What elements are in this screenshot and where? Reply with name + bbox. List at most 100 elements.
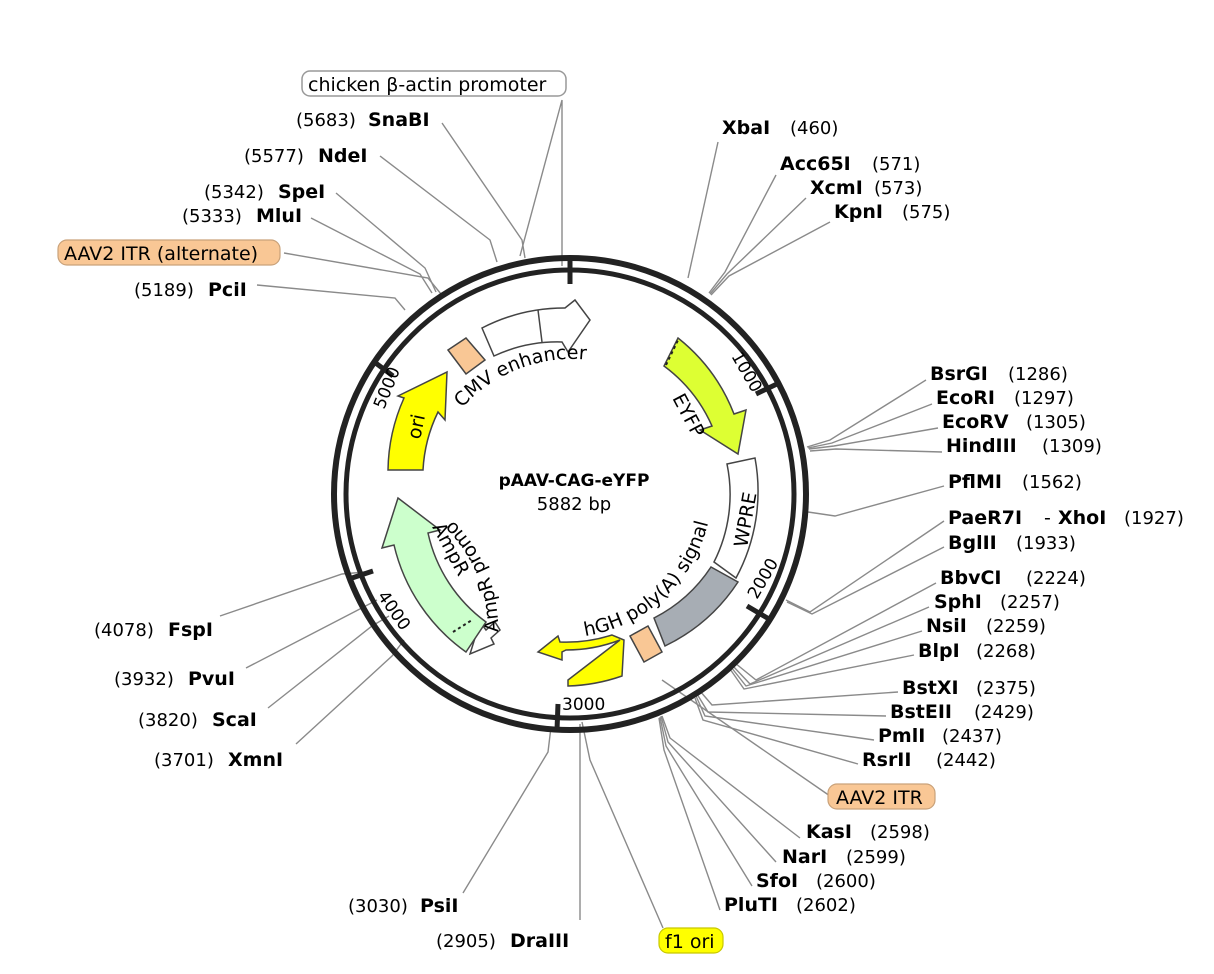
feature-itr-box[interactable] [628, 624, 664, 664]
site-pmli[interactable]: PmlI (2437) [878, 725, 1002, 747]
svg-text:(2905): (2905) [436, 931, 496, 952]
svg-text:(2442): (2442) [936, 750, 996, 771]
site-xcmi[interactable]: XcmI (573) [810, 177, 922, 199]
svg-text:(1297): (1297) [1014, 388, 1074, 409]
svg-text:(2429): (2429) [974, 702, 1034, 723]
svg-text:(1305): (1305) [1026, 412, 1086, 433]
svg-text:(571): (571) [872, 154, 920, 175]
site-xmni[interactable]: (3701) XmnI [154, 749, 283, 771]
svg-text:(5333): (5333) [182, 206, 242, 227]
site-bstxi[interactable]: BstXI (2375) [902, 677, 1036, 699]
site-acc65i[interactable]: Acc65I (571) [780, 153, 920, 175]
svg-text:XcmI: XcmI [810, 177, 863, 199]
svg-text:AAV2 ITR: AAV2 ITR [836, 787, 923, 809]
site-sfoi[interactable]: SfoI (2600) [756, 870, 876, 892]
svg-text:(3820): (3820) [138, 710, 198, 731]
site-bglii[interactable]: BglII (1933) [948, 532, 1076, 554]
site-psii[interactable]: (3030) PsiI [348, 895, 458, 917]
svg-text:(1927): (1927) [1124, 508, 1184, 529]
svg-text:(460): (460) [790, 118, 838, 139]
site-pflmi[interactable]: PflMI (1562) [948, 471, 1082, 493]
feature-label-ori: ori [403, 412, 430, 441]
tag-itr[interactable]: AAV2 ITR [827, 783, 936, 810]
svg-text:(1933): (1933) [1016, 533, 1076, 554]
site-pcii[interactable]: (5189) PciI [134, 279, 247, 301]
site-paer7i-xhoi[interactable]: PaeR7I - XhoI (1927) [948, 507, 1184, 529]
site-fspi[interactable]: (4078) FspI [94, 619, 213, 641]
svg-text:XmnI: XmnI [228, 749, 283, 771]
svg-text:(2259): (2259) [986, 616, 1046, 637]
tick-label-3000: 3000 [562, 695, 605, 715]
tag-chicken-promoter[interactable]: chicken β-actin promoter [301, 70, 567, 97]
svg-text:(3932): (3932) [114, 669, 174, 690]
feature-wpre[interactable] [713, 457, 759, 580]
svg-text:MluI: MluI [256, 205, 302, 227]
site-ecori[interactable]: EcoRI (1297) [936, 387, 1074, 409]
site-xbai[interactable]: XbaI (460) [722, 117, 838, 139]
svg-text:(2600): (2600) [816, 871, 876, 892]
site-kpni[interactable]: KpnI (575) [834, 201, 950, 223]
svg-text:FspI: FspI [168, 619, 213, 641]
site-bsrgi[interactable]: BsrGI (1286) [930, 363, 1068, 385]
svg-text:ScaI: ScaI [212, 709, 257, 731]
svg-text:(2437): (2437) [942, 726, 1002, 747]
site-pluti[interactable]: PluTI (2602) [724, 894, 856, 916]
svg-text:(3701): (3701) [154, 750, 214, 771]
tag-itr-alternate[interactable]: AAV2 ITR (alternate) [57, 239, 281, 266]
site-draiii[interactable]: (2905) DraIII [436, 930, 569, 952]
svg-text:(5189): (5189) [134, 280, 194, 301]
site-bbvci[interactable]: BbvCI (2224) [940, 567, 1086, 589]
svg-text:(3030): (3030) [348, 896, 408, 917]
site-kasi[interactable]: KasI (2598) [806, 821, 930, 843]
svg-text:PluTI: PluTI [724, 894, 778, 916]
svg-text:Acc65I: Acc65I [780, 153, 851, 175]
svg-text:EcoRI: EcoRI [936, 387, 995, 409]
site-ecorv[interactable]: EcoRV (1305) [942, 411, 1086, 433]
plasmid-name: pAAV-CAG-eYFP [499, 471, 650, 491]
feature-f1-ori[interactable] [536, 634, 625, 687]
feature-hgh-polya[interactable] [653, 566, 740, 648]
svg-text:(2598): (2598) [870, 822, 930, 843]
svg-text:BstEII: BstEII [890, 701, 952, 723]
feature-cmv-enhancer[interactable] [481, 298, 591, 358]
site-nari[interactable]: NarI (2599) [782, 846, 906, 868]
site-pvui[interactable]: (3932) PvuI [114, 668, 235, 690]
tag-f1-ori[interactable]: f1 ori [658, 927, 724, 954]
feature-eyfp[interactable] [663, 336, 747, 456]
svg-text:(2599): (2599) [846, 847, 906, 868]
site-blpi[interactable]: BlpI (2268) [918, 640, 1036, 662]
feature-itr-alternate-box[interactable] [446, 337, 487, 376]
site-hindiii[interactable]: HindIII (1309) [946, 435, 1102, 457]
svg-text:PciI: PciI [208, 279, 247, 301]
svg-text:PmlI: PmlI [878, 725, 925, 747]
svg-text:(1309): (1309) [1042, 436, 1102, 457]
tick-marks [348, 258, 781, 731]
svg-text:(2602): (2602) [796, 895, 856, 916]
svg-text:EcoRV: EcoRV [942, 411, 1009, 433]
svg-text:f1 ori: f1 ori [665, 931, 715, 953]
svg-text:(4078): (4078) [94, 620, 154, 641]
svg-text:(2257): (2257) [1000, 592, 1060, 613]
site-mlui[interactable]: (5333) MluI [182, 205, 302, 227]
svg-text:AAV2 ITR (alternate): AAV2 ITR (alternate) [64, 243, 258, 265]
svg-text:XbaI: XbaI [722, 117, 770, 139]
feature-ampr[interactable] [380, 496, 488, 654]
svg-text:KasI: KasI [806, 821, 852, 843]
site-snabi[interactable]: (5683) SnaBI [296, 109, 430, 131]
site-bsteii[interactable]: BstEII (2429) [890, 701, 1034, 723]
site-rsrii[interactable]: RsrII (2442) [862, 749, 996, 771]
site-nsii[interactable]: NsiI (2259) [926, 615, 1046, 637]
site-sphi[interactable]: SphI (2257) [934, 591, 1060, 613]
svg-text:(1286): (1286) [1008, 364, 1068, 385]
site-spei[interactable]: (5342) SpeI [204, 181, 325, 203]
site-scai[interactable]: (3820) ScaI [138, 709, 257, 731]
svg-text:SpeI: SpeI [278, 181, 325, 203]
leader-lines [219, 99, 945, 929]
svg-text:chicken β-actin promoter: chicken β-actin promoter [308, 74, 547, 96]
svg-text:-: - [1044, 507, 1051, 529]
svg-text:(5577): (5577) [244, 146, 304, 167]
feature-ori[interactable] [387, 370, 448, 471]
site-ndei[interactable]: (5577) NdeI [244, 145, 367, 167]
plasmid-size: 5882 bp [537, 494, 611, 515]
